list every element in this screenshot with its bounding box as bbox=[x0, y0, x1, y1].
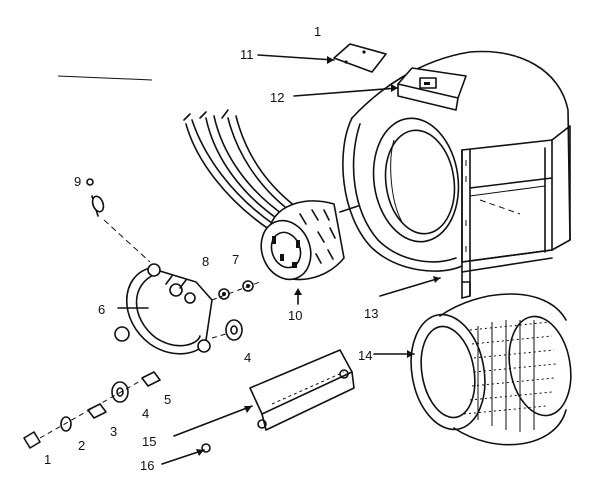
callout-label: 8 bbox=[202, 254, 209, 269]
callout-label: 16 bbox=[140, 458, 154, 473]
washer bbox=[60, 416, 72, 432]
blower-wheel bbox=[410, 293, 572, 446]
bolt bbox=[86, 178, 151, 263]
callout-label: 12 bbox=[270, 90, 284, 105]
motor bbox=[183, 109, 359, 281]
baffle bbox=[249, 349, 355, 431]
motor-mount-band bbox=[114, 263, 213, 355]
callout-label: 1 bbox=[44, 452, 51, 467]
callout-label: 3 bbox=[110, 424, 117, 439]
assembly-line bbox=[211, 333, 227, 339]
grommet bbox=[225, 319, 243, 341]
callout-label: 11 bbox=[240, 47, 254, 62]
callout-label: 7 bbox=[232, 252, 239, 267]
stray-line bbox=[57, 75, 153, 81]
callout-label: 5 bbox=[164, 392, 171, 407]
callout-label: 13 bbox=[364, 306, 378, 321]
callout-label: 6 bbox=[98, 302, 105, 317]
callout-label: 1 bbox=[314, 24, 321, 39]
leader-lines bbox=[117, 54, 441, 465]
mounting-bracket bbox=[397, 67, 467, 111]
screw bbox=[23, 431, 41, 449]
callout-label: 4 bbox=[142, 406, 149, 421]
callout-label: 15 bbox=[142, 434, 156, 449]
callout-label: 9 bbox=[74, 174, 81, 189]
callout-label: 4 bbox=[244, 350, 251, 365]
callout-label: 10 bbox=[288, 308, 302, 323]
callout-label: 2 bbox=[78, 438, 85, 453]
cover-plate bbox=[333, 43, 387, 73]
callout-label: 14 bbox=[358, 348, 372, 363]
assembly-line bbox=[39, 379, 143, 439]
spacer bbox=[141, 371, 161, 387]
blower-housing bbox=[342, 50, 571, 299]
